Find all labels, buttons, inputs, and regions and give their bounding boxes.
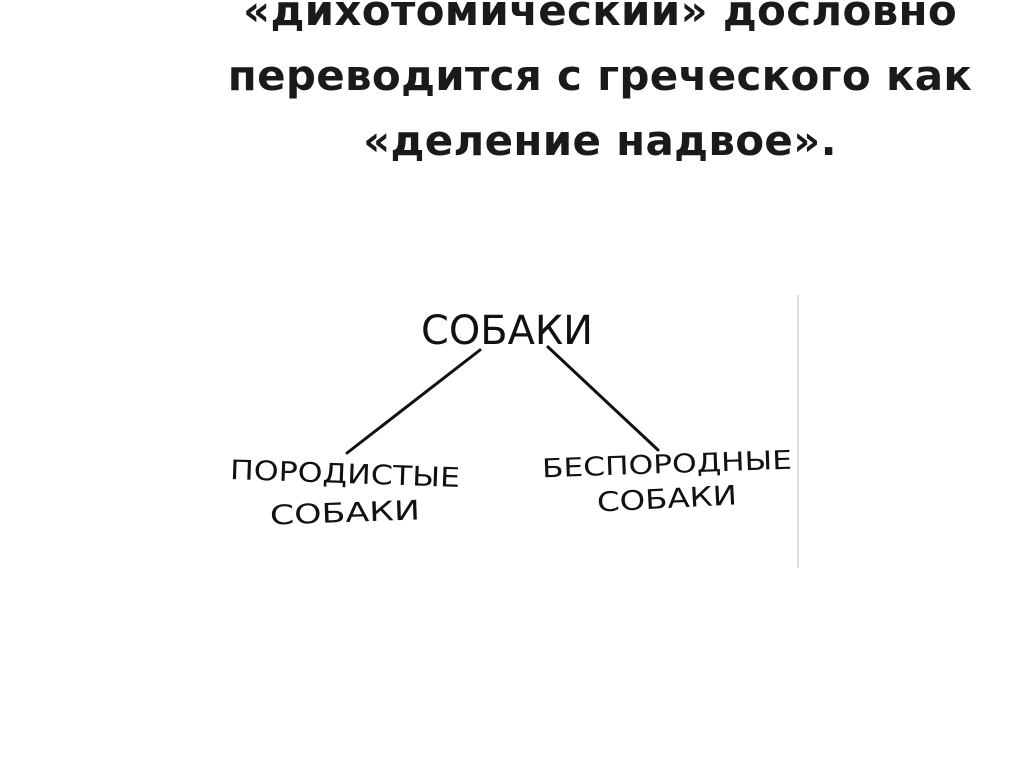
title-line-1: «дихотомический» дословно xyxy=(243,0,957,35)
branch-line-right xyxy=(546,345,660,452)
right-child-line-2: СОБАКИ xyxy=(596,480,737,518)
root-node-label: СОБАКИ xyxy=(421,308,593,354)
title-line-3: «деление надвое». xyxy=(363,116,837,165)
left-child-line-2: СОБАКИ xyxy=(269,495,420,531)
diagram-frame-edge xyxy=(797,295,799,568)
branch-line-left xyxy=(345,348,482,455)
title-line-2: переводится с греческого как xyxy=(227,51,973,100)
right-child-line-1: БЕСПОРОДНЫЕ xyxy=(542,446,793,485)
left-child-line-1: ПОРОДИСТЫЕ xyxy=(230,455,461,494)
dichotomy-diagram: СОБАКИ ПОРОДИСТЫЕ СОБАКИ БЕСПОРОДНЫЕ СОБ… xyxy=(230,308,793,532)
slide-title: «дихотомический» дословно переводится с … xyxy=(200,0,1000,173)
